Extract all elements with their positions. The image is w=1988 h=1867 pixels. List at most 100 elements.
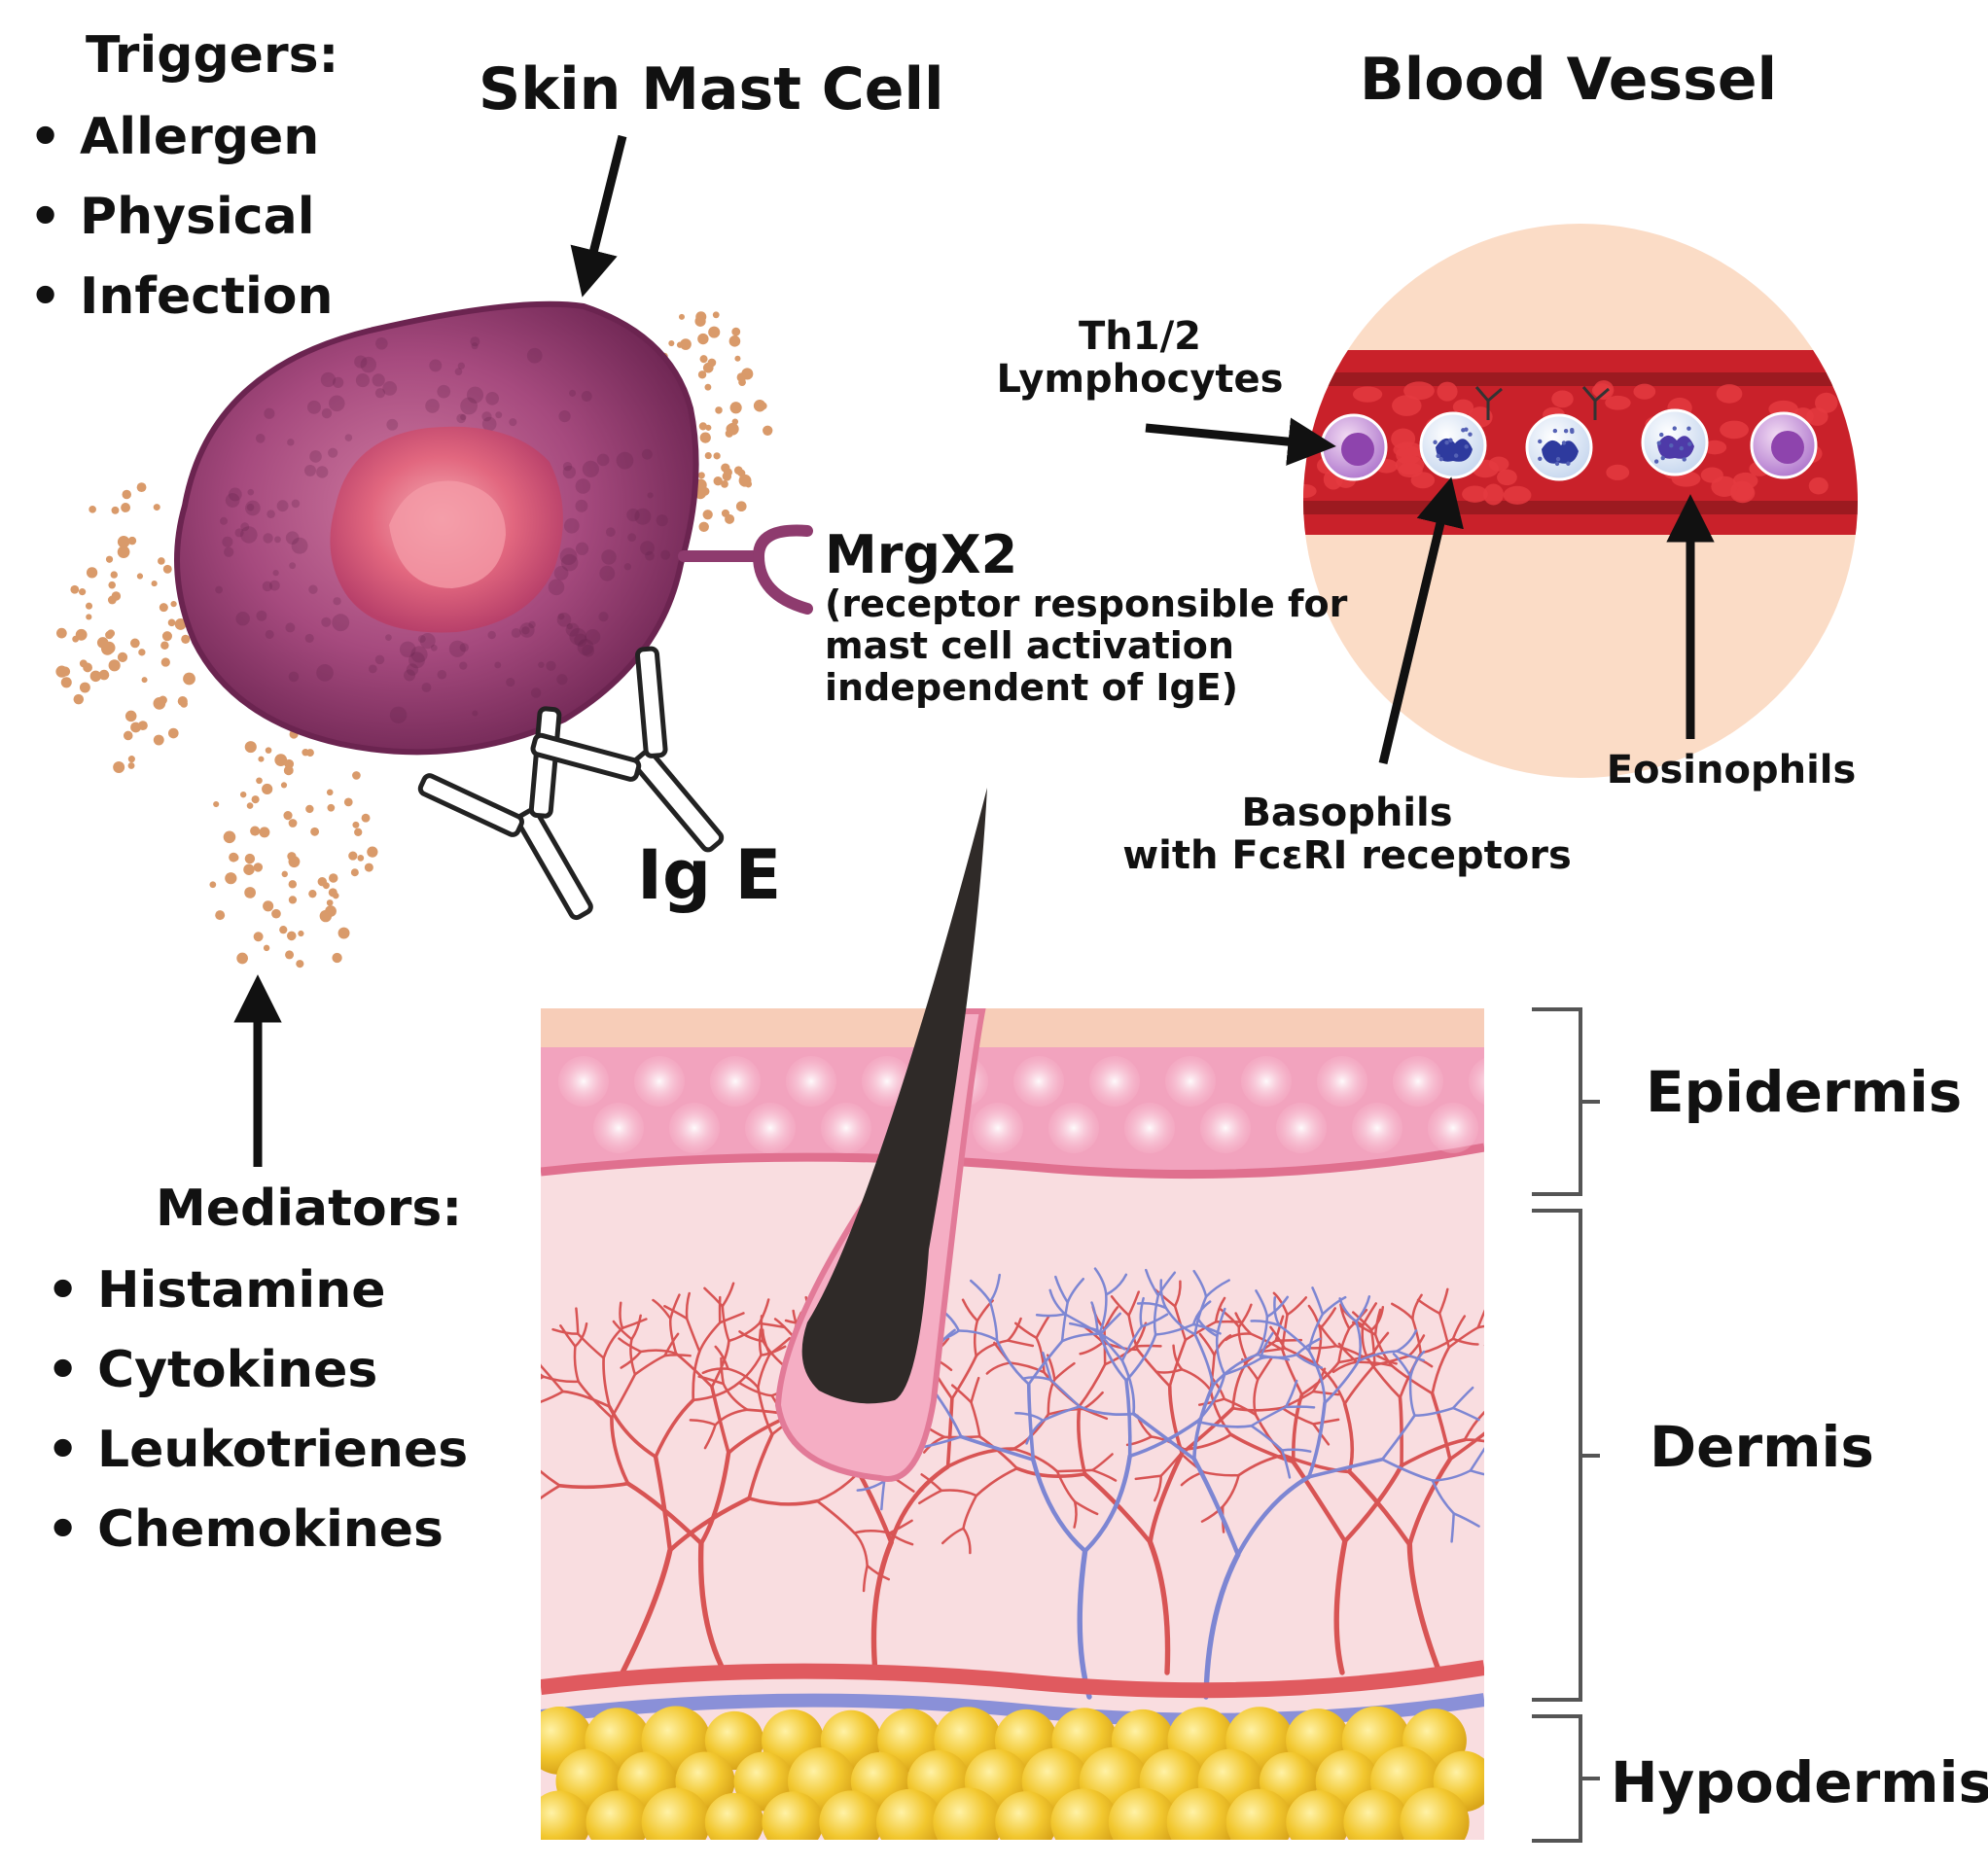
granule <box>760 402 767 410</box>
lymphocyte <box>1750 411 1818 479</box>
cell-surface-texture <box>640 541 655 556</box>
cell-surface-texture <box>563 517 580 534</box>
epidermal-cell <box>745 1103 796 1153</box>
cell-surface-texture <box>417 635 426 644</box>
epidermal-cell <box>669 1103 720 1153</box>
cell-surface-texture <box>321 407 333 419</box>
trigger-item: Infection <box>23 257 334 336</box>
cell-surface-texture <box>307 400 321 414</box>
granule <box>83 662 92 673</box>
granule <box>105 630 114 640</box>
red-blood-cell <box>1720 420 1750 440</box>
red-blood-cell <box>1815 392 1838 413</box>
cell-surface-texture <box>360 356 377 373</box>
cell-surface-texture <box>303 464 316 476</box>
fat-cell <box>1050 1788 1118 1840</box>
granule <box>367 846 378 858</box>
granule <box>102 641 116 654</box>
mast-cell <box>55 300 813 969</box>
skin-cross-section <box>541 1008 1484 1840</box>
cell-surface-texture <box>316 664 334 682</box>
cell-surface-texture <box>288 671 300 683</box>
cell-surface-texture <box>274 536 281 544</box>
fat-cell <box>586 1790 650 1840</box>
cell-surface-texture <box>385 634 392 641</box>
red-blood-cell <box>1483 483 1504 506</box>
cell-surface-texture <box>265 629 274 639</box>
granule <box>281 870 288 878</box>
granule <box>332 892 339 899</box>
cell-surface-texture <box>470 336 480 347</box>
bracket-dermis <box>1532 1209 1600 1702</box>
red-blood-cell <box>1808 476 1828 495</box>
cell-texture <box>215 336 671 724</box>
cell-surface-texture <box>285 531 300 545</box>
cell-surface-texture <box>481 416 497 432</box>
fat-cell <box>641 1787 711 1840</box>
granule <box>253 863 264 872</box>
granule <box>117 535 130 548</box>
granule <box>122 489 132 500</box>
granule <box>117 652 128 663</box>
cell-surface-texture <box>372 373 385 387</box>
granule <box>244 741 257 754</box>
granule <box>180 700 188 708</box>
granule <box>704 451 712 460</box>
granule <box>326 899 334 906</box>
basophils-line: Basophils <box>1241 791 1453 835</box>
fcer-antibody <box>1581 386 1610 420</box>
cell-surface-texture <box>240 526 258 544</box>
granule <box>108 659 121 672</box>
red-blood-cell <box>1605 395 1631 410</box>
cell-surface-texture <box>509 418 517 427</box>
granule <box>213 800 220 808</box>
granule <box>288 896 298 904</box>
cell-surface-texture <box>328 395 345 412</box>
granule <box>127 536 137 546</box>
red-blood-cell <box>1716 384 1743 404</box>
cell-surface-texture <box>459 661 468 670</box>
cell-surface-texture <box>223 546 234 557</box>
granule <box>107 595 117 605</box>
basophil <box>1419 411 1487 479</box>
lymphocytes-line: Lymphocytes <box>996 357 1284 402</box>
granule <box>280 782 288 789</box>
cell-surface-texture <box>264 407 275 419</box>
granule <box>78 588 87 596</box>
red-blood-cell <box>1462 485 1488 503</box>
granule <box>354 828 363 836</box>
cell-surface-texture <box>582 460 599 478</box>
cell-surface-texture <box>626 508 640 522</box>
granule <box>236 952 249 965</box>
epidermis-label: Epidermis <box>1646 1059 1963 1125</box>
granule <box>721 509 729 517</box>
cell-surface-texture <box>562 462 573 472</box>
granule <box>728 335 741 347</box>
cell-surface-texture <box>374 654 385 665</box>
granule <box>153 734 164 746</box>
granule <box>326 789 334 796</box>
granule <box>283 811 293 821</box>
cell-surface-texture <box>585 629 601 645</box>
trigger-item: Physical <box>23 177 334 257</box>
mediators-heading: Mediators: <box>156 1180 463 1238</box>
cell-surface-texture <box>511 627 521 638</box>
cell-surface-texture <box>519 622 535 638</box>
cell-surface-texture <box>569 389 577 397</box>
epidermal-cell <box>1393 1056 1443 1107</box>
cell-surface-texture <box>627 533 637 543</box>
cell-surface-texture <box>228 487 242 502</box>
mrgx2-desc-line: independent of IgE) <box>825 666 1239 709</box>
granule <box>250 826 261 836</box>
fat-cell <box>933 1787 1003 1840</box>
cell-surface-texture <box>220 516 229 525</box>
granule <box>244 887 256 898</box>
cell-surface-texture <box>386 418 399 431</box>
granule <box>337 927 350 939</box>
red-blood-cell <box>1303 483 1317 499</box>
granule <box>736 372 747 382</box>
granule <box>697 472 705 479</box>
granule <box>274 754 288 766</box>
cell-surface-texture <box>560 553 579 572</box>
